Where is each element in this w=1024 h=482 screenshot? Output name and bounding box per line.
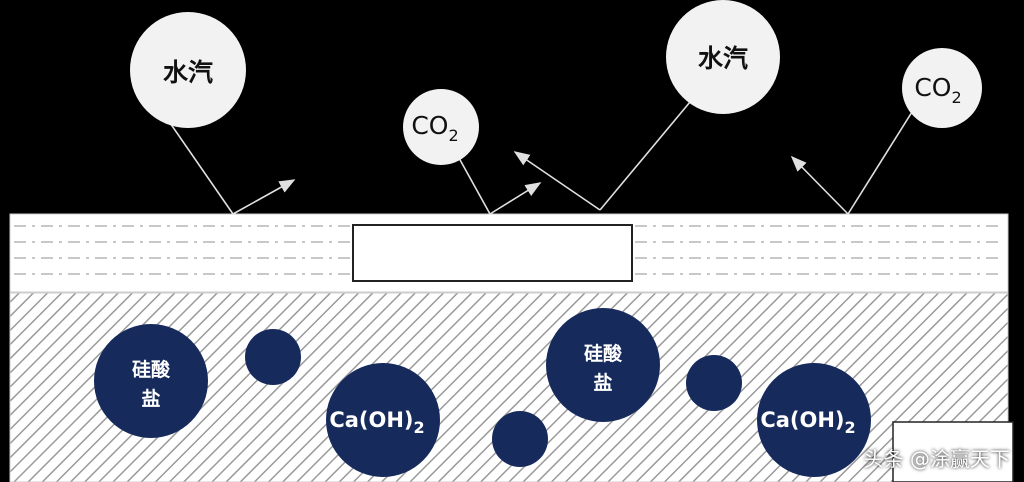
svg-text:Ca(OH)2: Ca(OH)2 (329, 408, 424, 437)
small-particle-2 (492, 411, 548, 467)
co2-bubble-1: CO2 (403, 89, 479, 165)
caoh-particle-1: Ca(OH)2 (326, 363, 440, 477)
vapor-bubble-1: 水汽 (130, 12, 246, 128)
caoh-label-2: Ca(OH) (760, 408, 844, 432)
silicate-particle-1: 硅酸 盐 (94, 324, 208, 438)
co2-bubble-2: CO2 (902, 48, 982, 128)
small-particle-3 (686, 355, 742, 411)
coating-layer (9, 213, 1009, 293)
silicate-line2-2: 盐 (593, 371, 612, 394)
silicate-line1-2: 硅酸 (584, 342, 623, 365)
caoh-sub-2: 2 (845, 418, 856, 437)
svg-text:CO2: CO2 (914, 73, 961, 107)
vapor-label-2: 水汽 (698, 44, 748, 73)
small-particle-1 (245, 329, 301, 385)
corner-box (892, 421, 1014, 482)
caoh-label-1: Ca(OH) (329, 408, 413, 432)
co2-sub-1: 2 (448, 126, 458, 145)
arrow-4 (790, 155, 849, 215)
caoh-particle-2: Ca(OH)2 (757, 363, 871, 477)
co2-label-1: CO (411, 111, 448, 140)
watermark: 头条 @涂赢天下 (863, 447, 1010, 471)
co2-sub-2: 2 (951, 88, 961, 107)
diffusion-lines (167, 101, 913, 215)
co2-label-2: CO (914, 73, 951, 102)
vapor-bubble-2: 水汽 (666, 0, 780, 114)
arrow-3 (513, 151, 601, 211)
coating-gap-box (352, 224, 633, 282)
vapor-label-1: 水汽 (163, 58, 213, 87)
arrow-2 (489, 182, 542, 215)
silicate-particle-2: 硅酸 盐 (546, 308, 660, 422)
silicate-line1-1: 硅酸 (132, 358, 171, 381)
svg-text:Ca(OH)2: Ca(OH)2 (760, 408, 855, 437)
escape-arrows (232, 151, 849, 215)
arrow-1 (232, 179, 296, 215)
caoh-sub-1: 2 (414, 418, 425, 437)
svg-text:CO2: CO2 (411, 111, 458, 145)
silicate-line2-1: 盐 (141, 387, 160, 410)
